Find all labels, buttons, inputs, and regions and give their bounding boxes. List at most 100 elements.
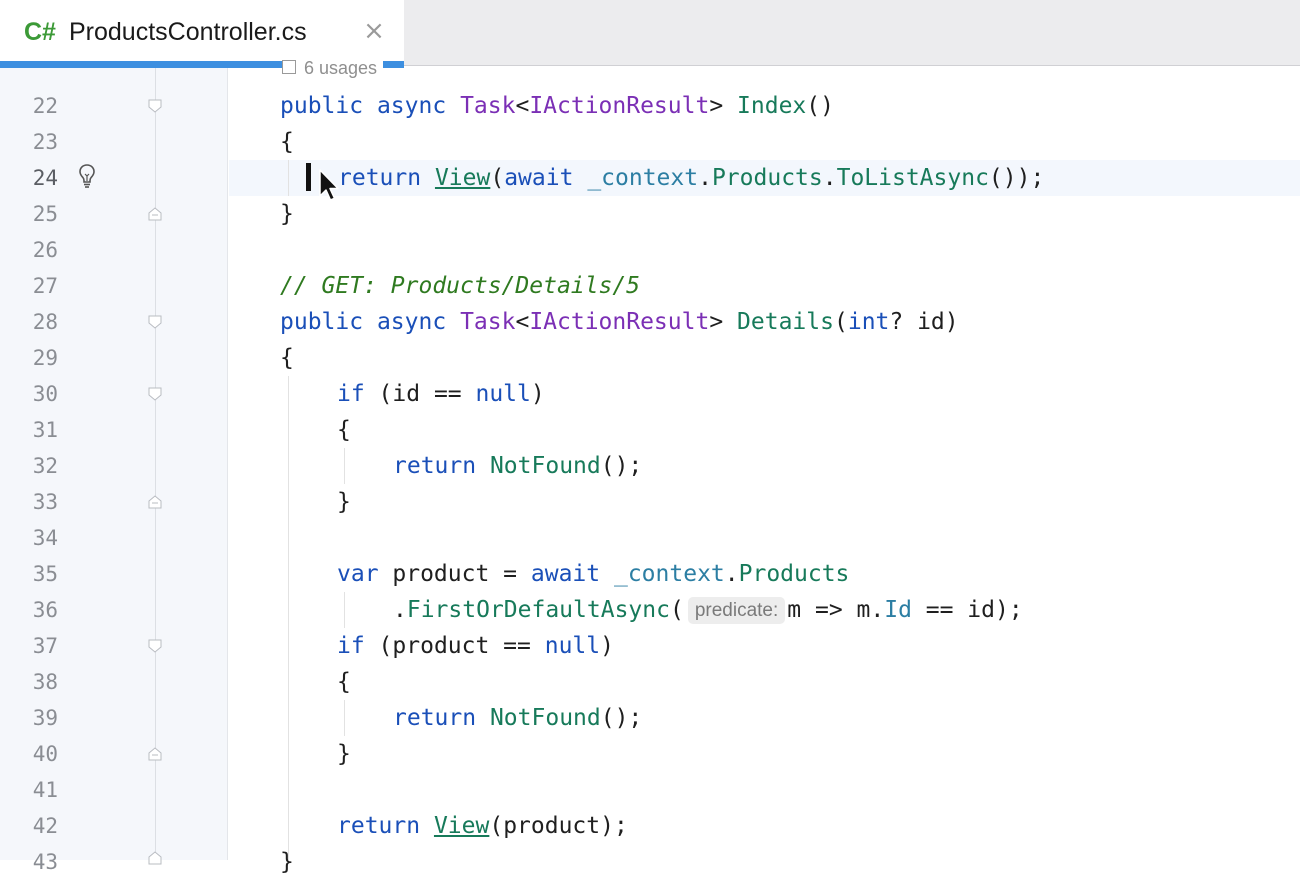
line-number: 30 [32,382,58,406]
line-number: 29 [32,346,58,370]
keyword: if [337,381,365,407]
active-tab-indicator [0,61,404,68]
fold-icon[interactable] [148,495,162,509]
punct: < [515,309,530,335]
code-line-23[interactable]: { [280,129,294,155]
fold-icon[interactable] [148,851,162,865]
fold-icon[interactable] [148,747,162,761]
fold-icon[interactable] [148,639,162,653]
close-icon[interactable]: × [363,16,385,46]
code-line-31[interactable]: { [337,417,351,443]
punct: . [698,165,712,191]
method-name: NotFound [489,453,601,479]
code-text: (product); [489,813,628,839]
text-caret [306,163,311,191]
code-line-43[interactable]: } [280,849,294,875]
tab-title: ProductsController.cs [69,18,307,46]
code-line-32[interactable]: return NotFound(); [393,448,642,484]
line-number: 39 [32,706,58,730]
line-number: 43 [32,850,58,874]
punct: ( [669,597,684,623]
line-number: 38 [32,670,58,694]
line-number: 42 [32,814,58,838]
keyword: var [337,561,379,587]
fold-icon[interactable] [148,315,162,329]
line-number: 41 [32,778,58,802]
keyword: return [337,813,421,839]
lightbulb-icon[interactable] [76,162,98,190]
code-line-25[interactable]: } [280,201,294,227]
code-text: m => m. [787,597,885,623]
fold-icon[interactable] [148,207,162,221]
editor-gutter [0,68,228,860]
punct: () [806,93,834,119]
current-line-highlight [229,160,1300,196]
line-number: 22 [32,94,58,118]
keyword: if [337,633,365,659]
method-link[interactable]: View [433,813,490,839]
punct: ()); [988,165,1045,191]
type-name: Task [460,309,516,335]
code-line-39[interactable]: return NotFound(); [393,700,642,736]
line-number: 25 [32,202,58,226]
punct: (); [600,705,643,731]
keyword: return [393,705,477,731]
line-number: 34 [32,526,58,550]
code-line-28[interactable]: public async Task<IActionResult> Details… [280,304,959,340]
type-name: Task [460,93,516,119]
punct: ( [833,309,848,335]
line-number: 32 [32,454,58,478]
code-line-38[interactable]: { [337,669,351,695]
indent-guide [344,592,345,628]
code-line-35[interactable]: var product = await _context.Products [337,556,849,592]
line-number: 26 [32,238,58,262]
tab-productscontroller[interactable]: C# ProductsController.cs × [0,0,404,68]
keyword: public [280,309,364,335]
fold-icon[interactable] [148,99,162,113]
method-name: Details [737,309,834,335]
code-line-24[interactable]: return View(await _context.Products.ToLi… [338,160,1044,196]
code-line-42[interactable]: return View(product); [337,808,628,844]
keyword: await [530,561,601,587]
method-name: NotFound [489,705,601,731]
code-line-33[interactable]: } [337,489,351,515]
type-name: IActionResult [529,93,710,119]
member-name: Products [711,165,823,191]
code-line-27[interactable]: // GET: Products/Details/5 [280,268,640,304]
keyword: null [544,633,601,659]
indent-guide [344,700,345,736]
code-text: product = [378,561,531,587]
code-line-40[interactable]: } [337,741,351,767]
fold-icon[interactable] [148,387,162,401]
keyword: return [338,165,422,191]
method-link[interactable]: View [434,165,491,191]
punct: . [393,597,407,623]
code-line-29[interactable]: { [280,345,294,371]
keyword: await [504,165,574,191]
punct: (); [600,453,643,479]
keyword: public [280,93,364,119]
code-vision-usages[interactable]: 6 usages [282,58,384,79]
type-name: IActionResult [529,309,710,335]
line-number: 40 [32,742,58,766]
punct: ) [600,633,614,659]
field-name: _context [613,561,725,587]
code-line-30[interactable]: if (id == null) [337,376,545,412]
method-name: ToListAsync [836,165,989,191]
code-line-36[interactable]: .FirstOrDefaultAsync(predicate:m => m.Id… [393,592,1023,628]
keyword: async [376,309,447,335]
editor-tab-bar: C# ProductsController.cs × [0,0,1300,68]
punct: ) [530,381,545,407]
code-line-22[interactable]: public async Task<IActionResult> Index() [280,88,834,124]
line-number-current: 24 [32,166,58,190]
line-number: 31 [32,418,58,442]
indent-guide [344,448,345,484]
keyword: null [475,381,531,407]
method-name: Index [737,93,807,119]
member-name: Products [738,561,850,587]
field-name: _context [587,165,699,191]
line-number: 33 [32,490,58,514]
usages-label: 6 usages [304,58,378,78]
code-line-37[interactable]: if (product == null) [337,628,614,664]
keyword: return [393,453,477,479]
